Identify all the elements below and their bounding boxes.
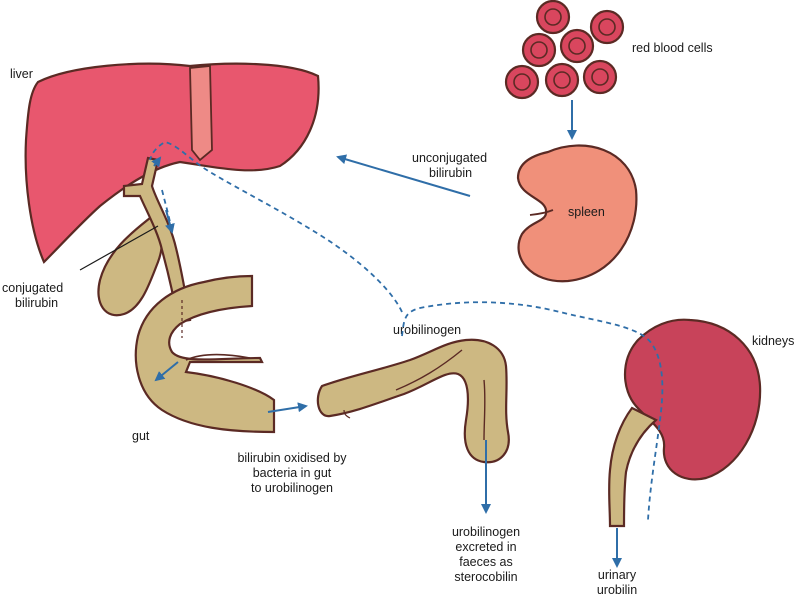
label-excreted-line4: sterocobilin (454, 570, 517, 584)
colon-inner-line (395, 349, 463, 391)
label-conjugated-line1: conjugated (2, 281, 63, 295)
rbc-cell (559, 28, 595, 64)
label-oxidised-line1: bilirubin oxidised by (237, 451, 347, 465)
label-spleen: spleen (568, 205, 605, 219)
label-urinary-line1: urinary (598, 568, 637, 582)
spleen (516, 144, 638, 283)
label-gut: gut (132, 429, 150, 443)
label-oxidised-line2: bacteria in gut (253, 466, 332, 480)
pointer-conjugated-bilirubin (79, 225, 159, 271)
label-unconjugated-line2: bilirubin (429, 166, 472, 180)
large-intestine (316, 338, 510, 464)
label-oxidised-line3: to urobilinogen (251, 481, 333, 495)
label-excreted-line2: excreted in (455, 540, 516, 554)
liver (24, 62, 320, 264)
arrow-bile-into-gut (154, 361, 179, 382)
arrow-dashed-into-liver (151, 156, 162, 168)
spleen-hilum-line (529, 209, 554, 216)
label-urobilinogen: urobilinogen (393, 323, 461, 337)
label-excreted-line1: urobilinogen (452, 525, 520, 539)
dashed-path-to-liver (149, 141, 403, 313)
colon-descending-line (483, 379, 486, 441)
rbc-cell (544, 62, 580, 98)
arrow-unconjugated-bilirubin (336, 154, 471, 197)
duodenum (134, 274, 276, 434)
rbc-cell (535, 0, 571, 35)
duodenum-fold-line (185, 353, 251, 361)
arrow-bile-duct (165, 209, 175, 234)
label-excreted-line3: faeces as (459, 555, 513, 569)
arrow-gut-to-colon (267, 402, 308, 413)
rbc-cell (521, 32, 557, 68)
red-blood-cells (504, 0, 625, 100)
rbc-cell (504, 64, 540, 100)
gallbladder (97, 216, 163, 317)
kidney (624, 318, 762, 481)
label-liver: liver (10, 67, 33, 81)
liver-ligament (189, 65, 213, 162)
rbc-cell (582, 59, 618, 95)
colon-fold-mark (343, 409, 351, 419)
label-conjugated-line2: bilirubin (15, 296, 58, 310)
dashed-circulation-path (401, 301, 664, 521)
rbc-cell (589, 9, 625, 45)
label-kidneys: kidneys (752, 334, 794, 348)
label-urinary-line2: urobilin (597, 583, 637, 596)
label-unconjugated-line1: unconjugated (412, 151, 487, 165)
label-red-blood-cells: red blood cells (632, 41, 713, 55)
ureter (608, 406, 658, 528)
